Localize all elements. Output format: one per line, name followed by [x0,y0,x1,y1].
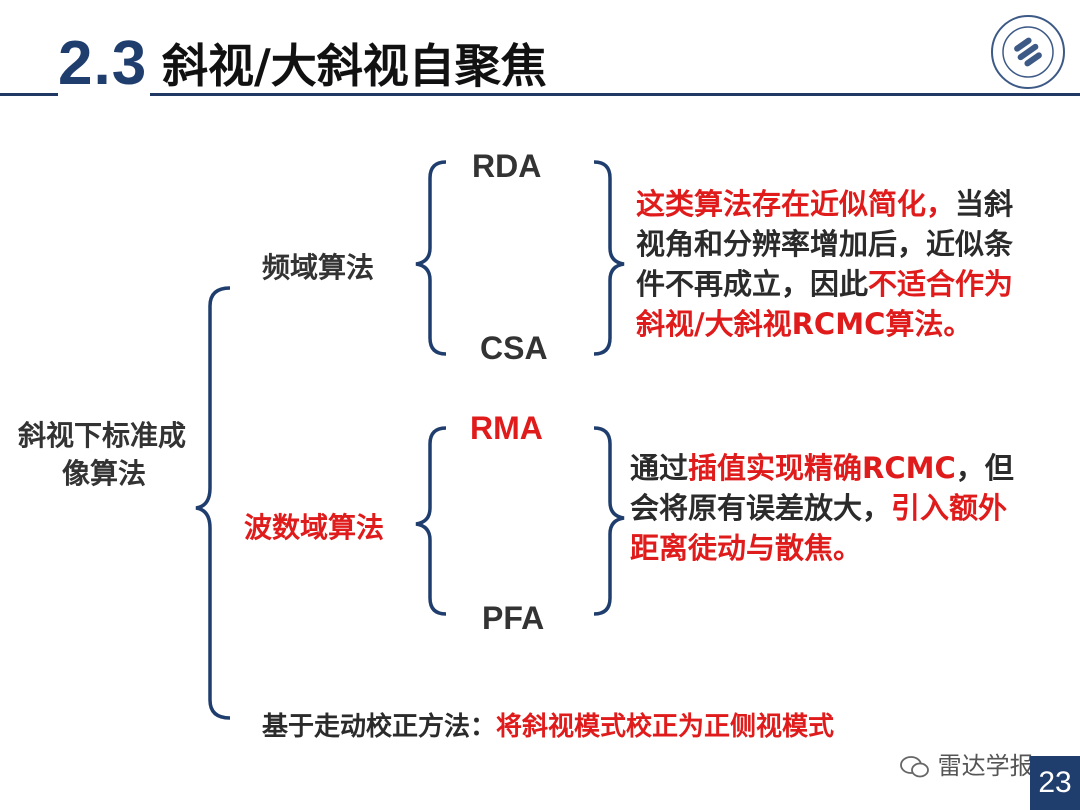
note-wavenumber-l1-red: 插值实现精确RCMC [688,451,956,485]
note-wavenumber-l2-red: 引入额外 [891,491,1008,525]
note-wavenumber-l1-dark-b: ，但 [955,451,1014,485]
section-number: 2.3 [58,29,148,98]
method-csa: CSA [480,330,548,366]
root-label-line1: 斜视下标准成 [18,419,187,452]
note-frequency-l2: 视角和分辨率增加后，近似条 [636,227,1014,261]
branch-frequency-label: 频域算法 [262,251,375,284]
note-frequency-l3-dark: 件不再成立，因此 [636,267,869,301]
header-rule-left [0,93,58,96]
university-logo [991,15,1065,89]
note-frequency-l1-red: 这类算法存在近似简化， [636,187,956,221]
root-label-line2: 像算法 [62,457,147,490]
note-wavenumber-l1-dark-a: 通过 [630,451,689,485]
page-number: 23 [1030,756,1080,810]
method-rma: RMA [470,410,543,446]
note-wavenumber: 通过插值实现精确RCMC，但 会将原有误差放大，引入额外 距离徒动与散焦。 [630,448,1014,568]
note-frequency-l4: 斜视/大斜视RCMC算法。 [636,307,973,341]
note-frequency: 这类算法存在近似简化，当斜 视角和分辨率增加后，近似条 件不再成立，因此不适合作… [636,184,1013,344]
slide-title: 斜视/大斜视自聚焦 [162,39,547,93]
branch-motion-prefix: 基于走动校正方法： [262,712,497,742]
method-rda: RDA [472,148,542,184]
note-wavenumber-l2-dark: 会将原有误差放大， [630,491,892,525]
watermark-text: 雷达学报 [937,752,1034,780]
note-wavenumber-l3: 距离徒动与散焦。 [630,531,863,565]
note-frequency-l1-dark: 当斜 [955,187,1014,221]
branch-motion-highlight: 将斜视模式校正为正侧视模式 [496,712,835,742]
method-pfa: PFA [482,600,545,636]
watermark: 雷达学报 [900,746,1034,781]
wechat-icon [900,755,930,779]
note-frequency-l3-red: 不适合作为 [868,267,1014,301]
branch-motion: 基于走动校正方法：将斜视模式校正为正侧视模式 [262,706,834,743]
branch-wavenumber-label: 波数域算法 [244,511,385,544]
header-rule-right [150,93,1080,96]
